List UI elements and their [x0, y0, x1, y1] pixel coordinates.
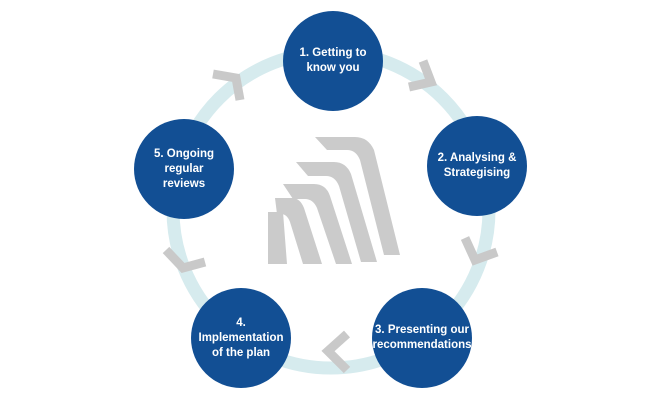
step-1-label: 1. Getting to know you — [299, 47, 367, 74]
step-2-circle: 2. Analysing & Strategising — [427, 116, 527, 216]
step-2-label: 2. Analysing & Strategising — [437, 152, 517, 179]
step-3-label: 3. Presenting our recommendations — [372, 324, 472, 351]
step-4-label: 4. Implementation of the plan — [198, 316, 284, 359]
step-1-circle: 1. Getting to know you — [283, 11, 383, 111]
chevron-arrow-icon — [321, 330, 351, 374]
chevron-arrow-icon — [212, 69, 245, 101]
step-3-circle: 3. Presenting our recommendations — [372, 288, 472, 388]
step-5-circle: 5. Ongoing regular reviews — [134, 119, 234, 219]
chevron-arrow-icon — [460, 236, 499, 266]
center-logo-icon — [268, 137, 400, 264]
step-4-circle: 4. Implementation of the plan — [191, 288, 291, 388]
chevron-arrow-icon — [408, 59, 438, 92]
step-5-label: 5. Ongoing regular reviews — [153, 147, 215, 190]
chevron-arrow-icon — [162, 246, 207, 274]
